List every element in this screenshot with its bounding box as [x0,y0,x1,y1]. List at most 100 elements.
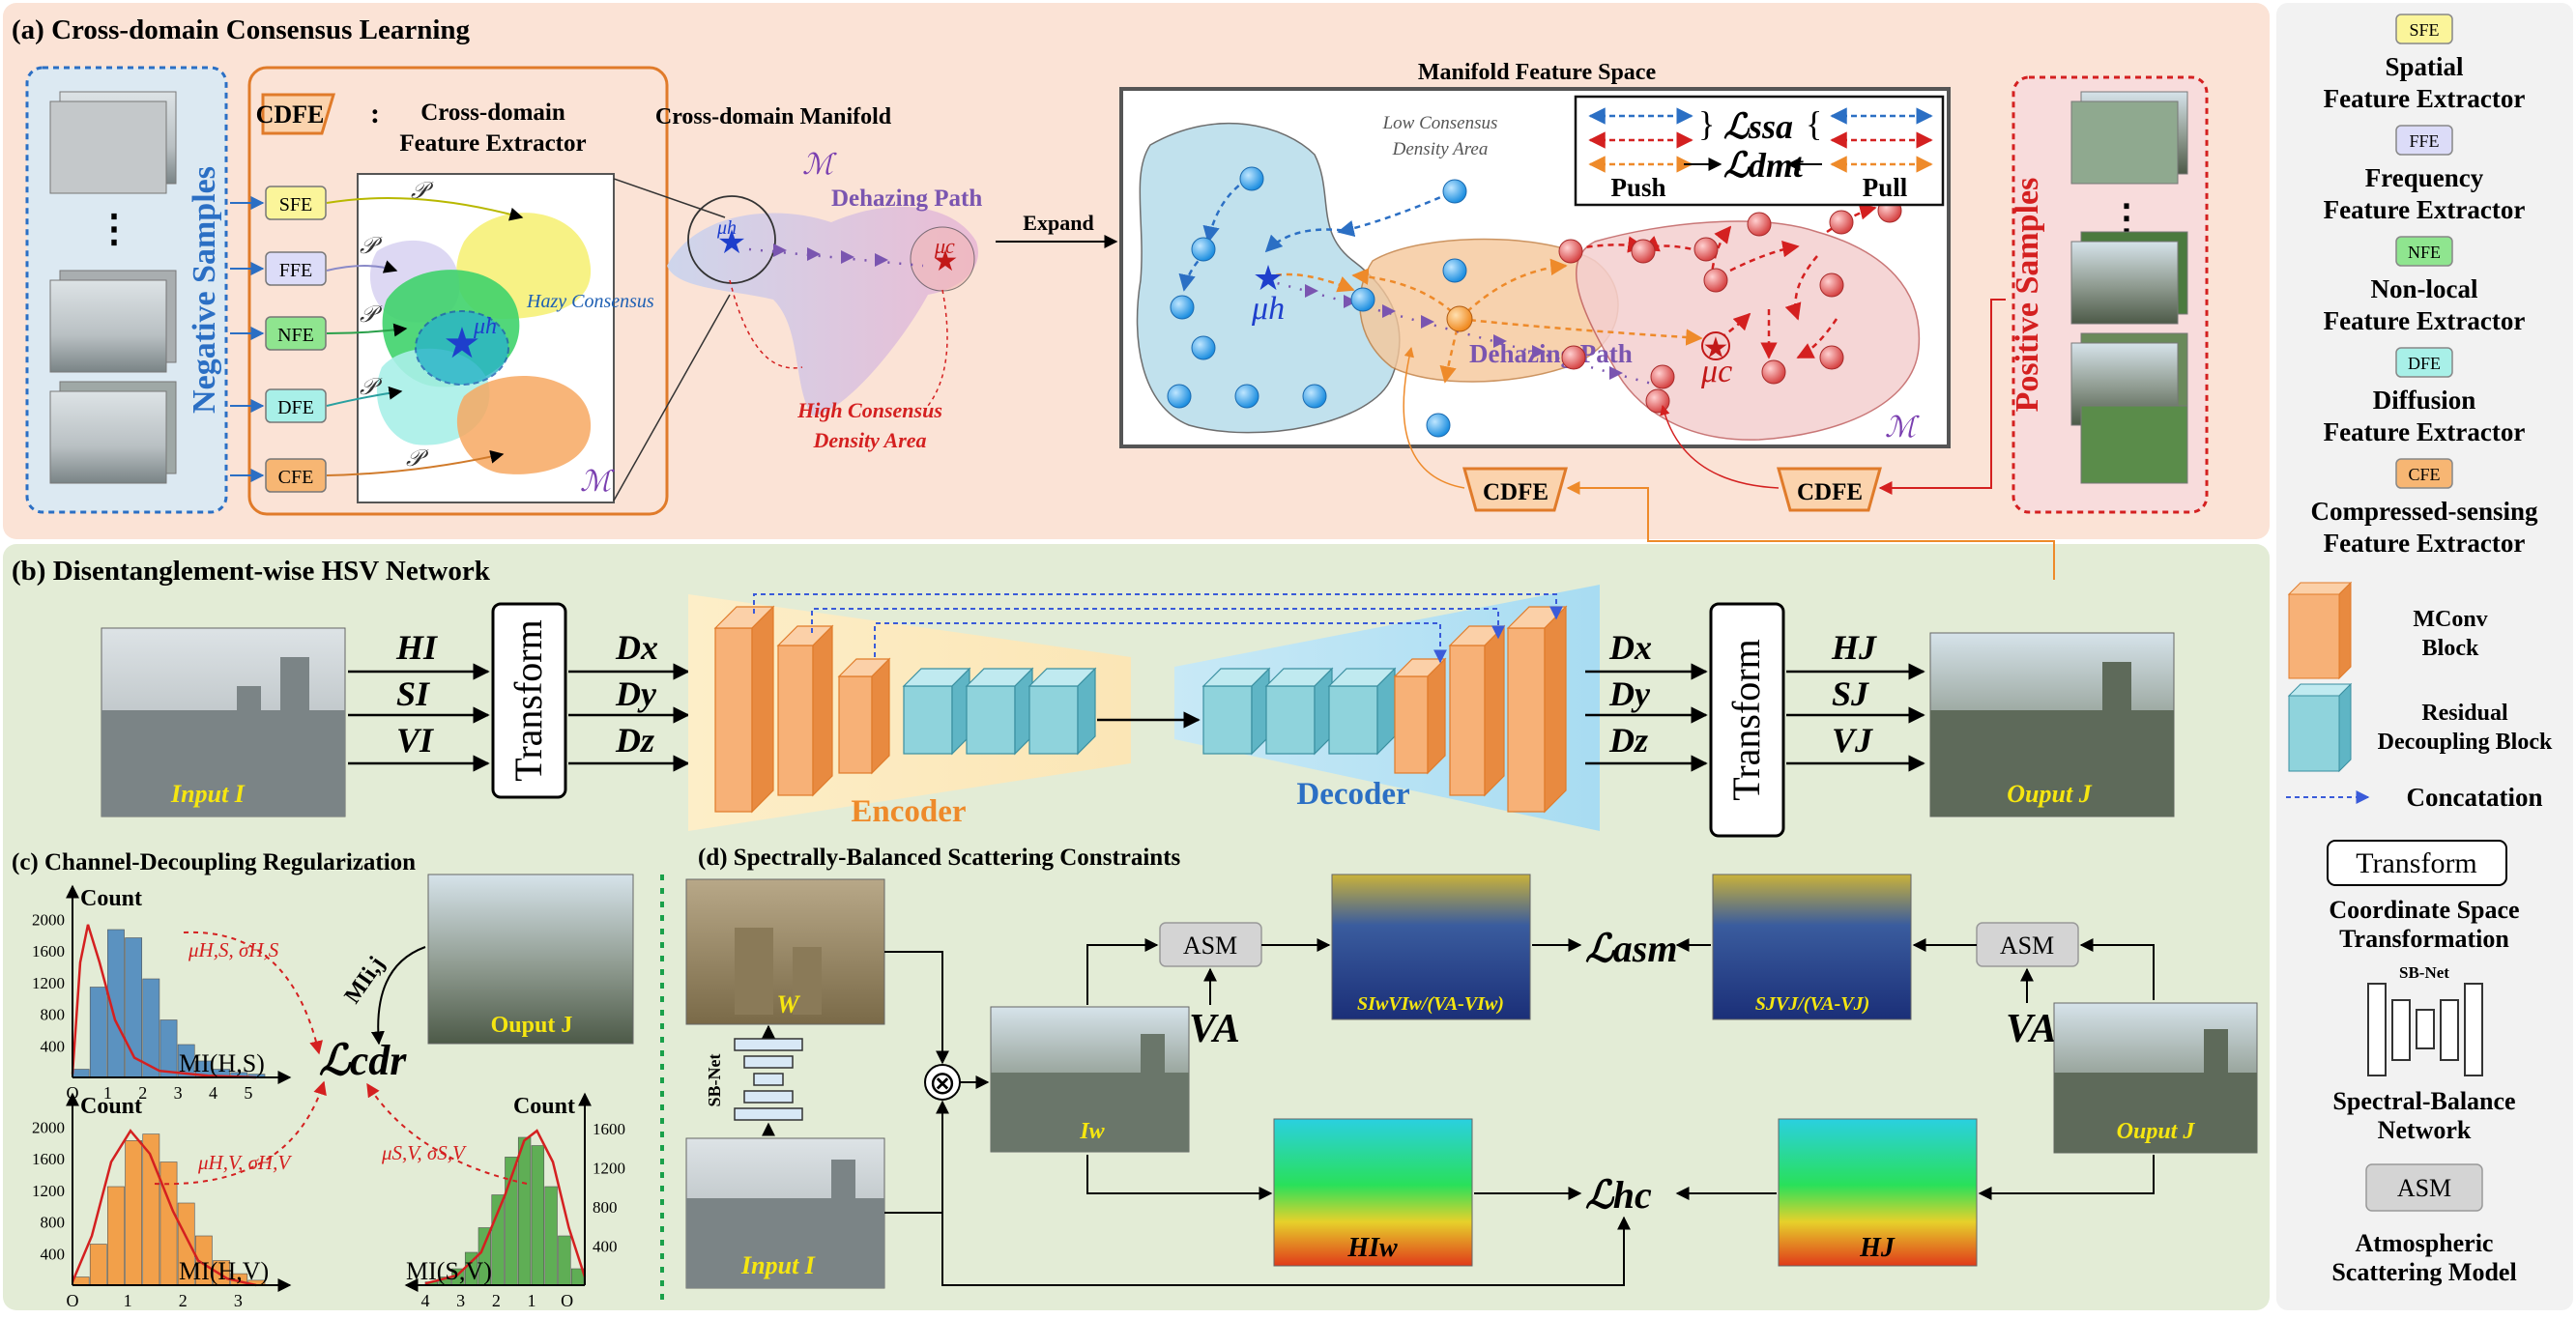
w-image [685,878,885,1025]
mu-h-label-small: μh [473,314,497,339]
legend-resid-2: Decoupling Block [2378,730,2553,755]
space-dehazing-label: Dehazing Path [1469,339,1633,368]
feature-space-arrows [1178,172,1877,384]
skip-connections [753,593,1563,664]
extractor-label: CFE [278,467,314,488]
panel-b-title: (b) Disentanglement-wise HSV Network [12,556,491,587]
x-tick-label: 3 [234,1291,243,1310]
loss-cdr: ℒcdr [319,1037,407,1084]
x-tick-label: 1 [103,1083,112,1103]
y-tick-label: 1200 [32,974,65,992]
cdfe-right-label: CDFE [1797,479,1863,505]
x-axis-label: MI(H,V) [179,1257,269,1285]
cdfe-trap-right [1777,467,1882,512]
svg-text:}: } [1698,104,1715,143]
x-axis-label: MI(S,V) [406,1257,492,1285]
input-channel-arrows [348,663,490,772]
loss-asm: ℒasm [1585,927,1678,970]
blue-points [1167,166,1467,438]
cdfe-left-label: CDFE [1483,479,1548,505]
extractor-label: NFE [277,325,314,346]
p-arrow-sfe [326,197,524,221]
x-tick-label: 4 [421,1291,430,1310]
manifold-surface [667,206,978,416]
asm-left-label: ASM [1183,932,1237,960]
vj-label: VJ [1832,721,1873,760]
legend-concat: Concatation [2407,783,2543,812]
extractor-label: SFE [279,194,312,215]
legend-bg [2276,3,2573,1310]
histogram-bar [558,1235,571,1286]
legend-coord-2: Transformation [2339,925,2509,953]
fit-curve [424,1129,587,1285]
x-tick-label: 2 [138,1083,147,1103]
hazy-image-2 [49,100,167,194]
sbnet-small-label: SB-Net [705,1054,724,1107]
cdr-output-label: Ouput J [491,1013,573,1038]
d-arrows-left [568,663,690,772]
output-image-label: Ouput J [2007,780,2092,808]
loss-hc: ℒhc [1585,1173,1652,1217]
manifold-title: Cross-domain Manifold [655,104,892,129]
m-symbol-space: ℳ [1885,412,1920,444]
y-tick-label: 800 [41,1006,66,1024]
transform-left [491,602,567,799]
cdfe-trapezoid [261,93,336,135]
histogram-bar [89,987,107,1078]
legend-dfe-box [2395,347,2453,378]
mconv-block [837,657,891,775]
panel-d-title: (d) Spectrally-Balanced Scattering Const… [698,845,1181,871]
extractor-box-nfe [265,316,327,351]
input-city-silhouette [101,657,345,817]
expand-label: Expand [1023,211,1093,235]
loss-dmt: ℒdmt [1723,146,1804,185]
manifold-dehazing-label: Dehazing Path [831,186,982,212]
mu-h-star-space: ★ [1253,259,1284,298]
panel-c-title: (c) Channel-Decoupling Regularization [12,849,416,875]
negative-image-stack: ⋮ [49,91,177,484]
iw-to-hue [1086,1155,1273,1200]
negative-samples-label: Negative Samples [187,166,222,414]
y-tick-label: 1600 [593,1120,625,1138]
cdfe-desc-1: Cross-domain [420,100,565,126]
legend-asm-1: Atmospheric [2356,1229,2494,1257]
extractor-label: FFE [279,260,312,281]
mu-h-label-manifold: μh [716,217,737,239]
residual-block [1028,667,1097,756]
cdfe-colon: : [370,98,380,129]
hazy-center-circle [687,195,776,284]
histogram-bar [491,1194,505,1286]
mu-c-label-space: μc [1700,354,1732,389]
x-tick-label: 2 [492,1291,501,1310]
w-label: W [776,990,800,1018]
x-tick-label: 1 [528,1291,536,1310]
mu-h-star-manifold: ★ [717,225,746,261]
panel-b-bg [3,544,2270,1310]
cdfe-trap-left [1462,467,1568,512]
cdfe-desc-2: Feature Extractor [399,130,586,157]
histogram-bar [89,1244,107,1286]
expr-left: SIwVIw/(VA-VIw) [1357,993,1504,1015]
legend-mconv [2287,581,2353,680]
legend-line-1: Frequency [2365,163,2484,192]
legend-line-2: Feature Extractor [2324,529,2526,558]
y-tick-label: 800 [593,1198,618,1217]
legend-code: FFE [2409,131,2439,151]
iw-city [991,1034,1189,1152]
sbnet-small [734,1038,803,1121]
cdfe-left-to-space [1403,346,1465,489]
dx-right: Dx [1608,628,1652,667]
d-output-label: Ouput J [2117,1119,2196,1144]
cdfe-label: CDFE [256,100,325,129]
va-left: VA [1189,1007,1240,1051]
annot-sv: μS,V, σS,V [381,1141,467,1164]
x-tick-label: 3 [456,1291,465,1310]
legend-cfe-box [2395,458,2453,489]
legend-line-1: Spatial [2385,52,2464,81]
mu-h-star-small: ★ [443,320,480,367]
m-symbol-manifold: ℳ [802,149,837,181]
legend-code: NFE [2408,243,2441,262]
